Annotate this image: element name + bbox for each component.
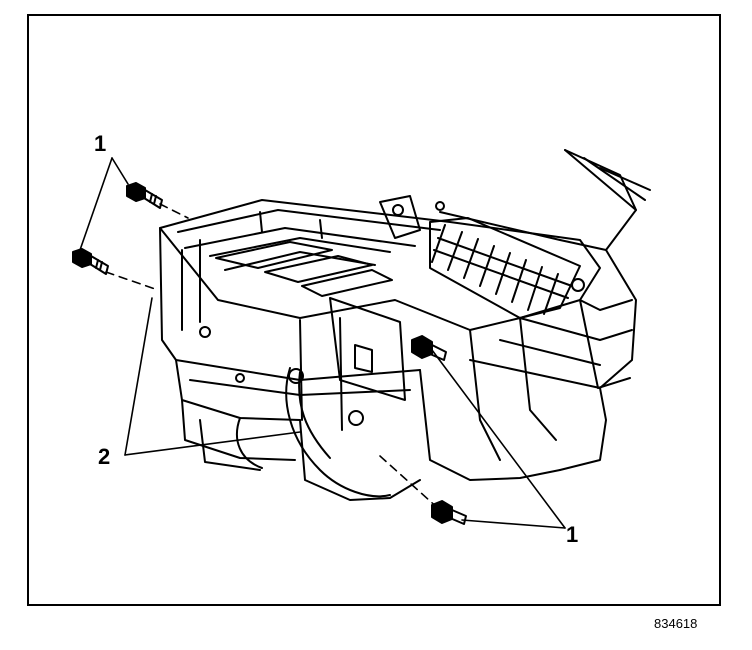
mounting-bracket [199, 297, 406, 426]
callout-bolts-lower: 1 [566, 522, 579, 547]
bolt-upper-2 [72, 248, 109, 275]
bolt-lower-1 [411, 335, 447, 361]
hvac-module-housing [159, 199, 631, 501]
diagram-frame [27, 14, 721, 606]
leader-lines [79, 157, 566, 529]
evaporator-core [379, 149, 651, 389]
figure-number: 834618 [654, 616, 698, 631]
callout-bolts-upper: 1 [94, 131, 107, 156]
bolt-alignment-lines [105, 203, 441, 511]
bolt-upper-1 [126, 182, 163, 209]
callout-clips: 2 [98, 444, 111, 469]
bolt-lower-2 [431, 500, 467, 525]
